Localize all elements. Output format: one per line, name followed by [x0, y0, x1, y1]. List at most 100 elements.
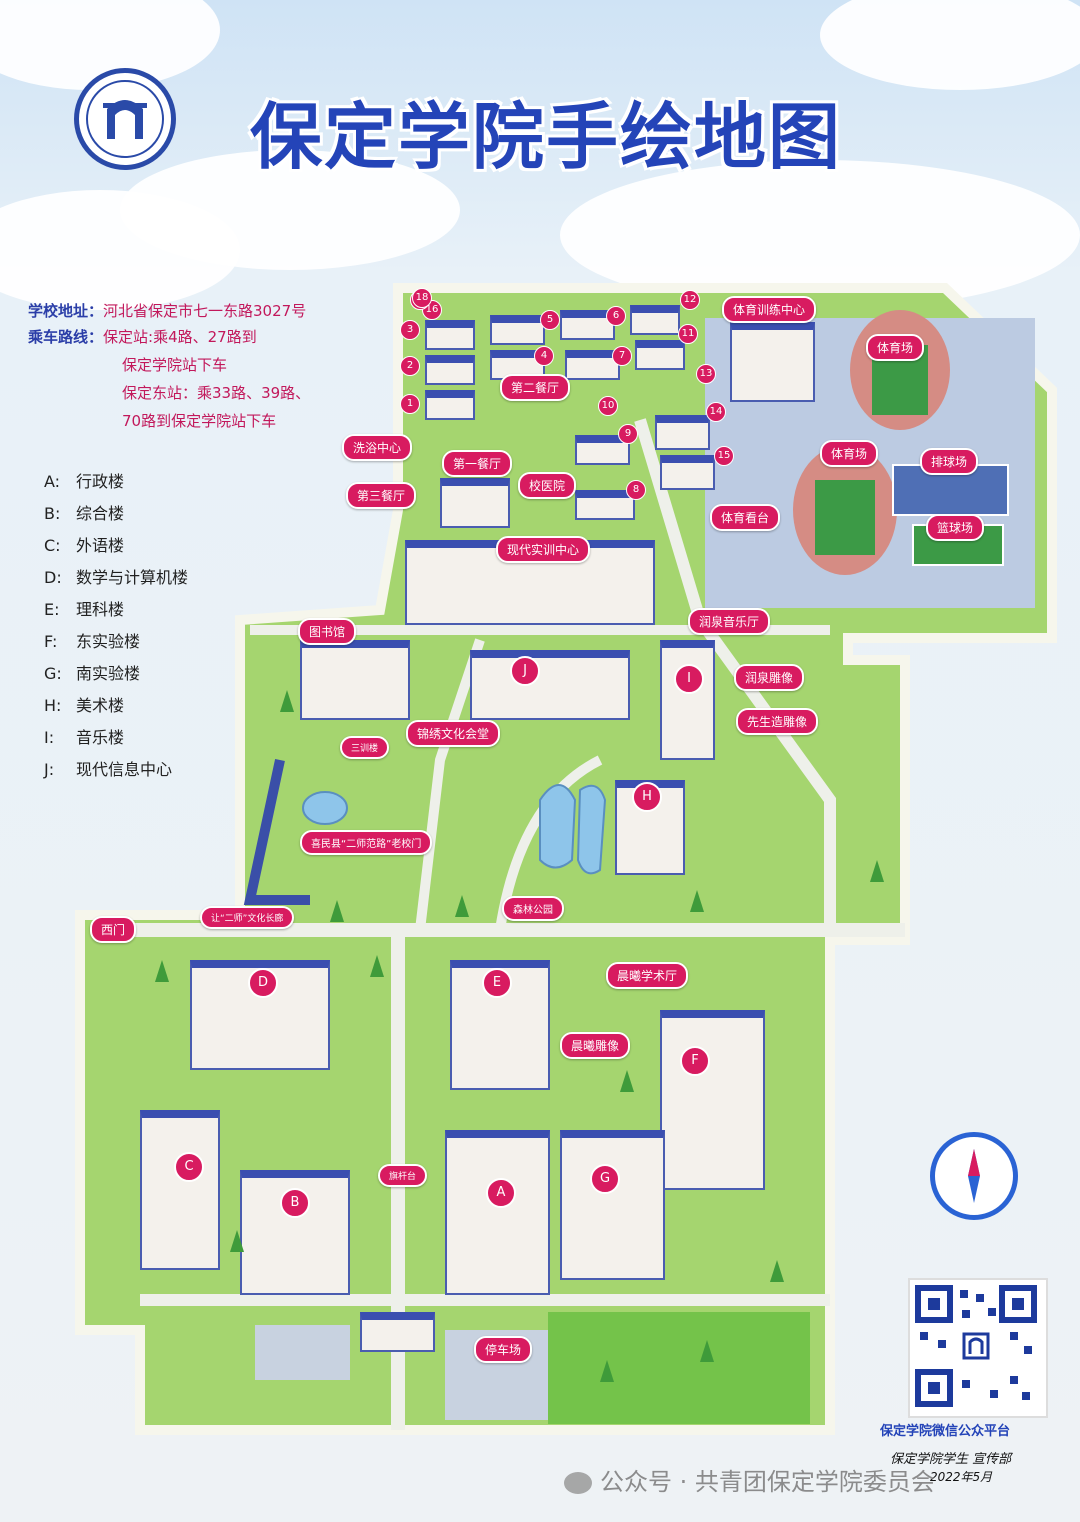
pin-training[interactable]: 现代实训中心: [496, 536, 591, 563]
dorm-number[interactable]: 14: [706, 402, 726, 422]
marker-foreign-lang-building[interactable]: C: [174, 1152, 204, 1182]
pond: [539, 784, 577, 869]
dorm-building: [635, 340, 685, 370]
dorm-number[interactable]: 5: [540, 310, 560, 330]
pin-canteen3[interactable]: 第三餐厅: [346, 482, 417, 509]
route-label: 乘车路线：: [28, 328, 104, 346]
pin-library[interactable]: 图书馆: [298, 618, 357, 645]
music-building: [660, 640, 715, 760]
pin-parking[interactable]: 停车场: [474, 1336, 533, 1363]
tree: [870, 860, 884, 882]
legend-item: D:数学与计算机楼: [44, 568, 189, 587]
dorm-number[interactable]: 4: [534, 346, 554, 366]
tree: [455, 895, 469, 917]
dorm-building: [425, 390, 475, 420]
pin-volleyball[interactable]: 排球场: [920, 448, 979, 475]
dorm-number[interactable]: 8: [626, 480, 646, 500]
route-2: 保定学院站下车: [122, 356, 228, 374]
marker-admin-building[interactable]: A: [486, 1178, 516, 1208]
tree: [700, 1340, 714, 1362]
dorm-number[interactable]: 7: [612, 346, 632, 366]
dorm-number[interactable]: 13: [696, 364, 716, 384]
cloud: [0, 190, 240, 310]
pin-training-building[interactable]: 三训楼: [340, 736, 390, 759]
pin-music-hall[interactable]: 润泉音乐厅: [688, 608, 771, 635]
legend-item: C:外语楼: [44, 536, 125, 555]
address-text: 河北省保定市七一东路3027号: [103, 302, 307, 320]
dorm-number[interactable]: 2: [400, 356, 420, 376]
wechat-icon: [564, 1472, 592, 1494]
dorm-number[interactable]: 15: [714, 446, 734, 466]
pin-old-gate[interactable]: 喜民县“二师范路”老校门: [300, 830, 433, 855]
pin-forest-park[interactable]: 森林公园: [502, 896, 564, 921]
pin-bath[interactable]: 洗浴中心: [342, 434, 413, 461]
cloud: [820, 0, 1080, 90]
tree: [370, 955, 384, 977]
marker-info-center[interactable]: J: [510, 656, 540, 686]
dorm-number[interactable]: 3: [400, 320, 420, 340]
dorm-number[interactable]: 18: [412, 288, 432, 308]
legend-item: F:东实验楼: [44, 632, 141, 651]
route-4: 70路到保定学院站下车: [122, 412, 277, 430]
pin-grandstand[interactable]: 体育看台: [710, 504, 781, 531]
library-building: [300, 640, 410, 720]
watermark-text: 公众号 · 共青团保定学院委员会: [600, 1468, 935, 1496]
legend-item: I:音乐楼: [44, 728, 125, 747]
pin-lecture-hall[interactable]: 晨曦学术厅: [606, 962, 689, 989]
pin-west-gate[interactable]: 西门: [90, 916, 137, 943]
address-label: 学校地址：: [28, 302, 104, 320]
tree: [330, 900, 344, 922]
dorm-building: [630, 305, 680, 335]
pin-gym-center[interactable]: 体育训练中心: [722, 296, 817, 323]
pin-culture-hall[interactable]: 锦绣文化会堂: [406, 720, 501, 747]
marker-east-lab-building[interactable]: F: [680, 1046, 710, 1076]
pin-runquan-statue[interactable]: 润泉雕像: [734, 664, 805, 691]
route-3: 保定东站：乘33路、39路、: [122, 384, 311, 402]
pin-hall-statue[interactable]: 先生造雕像: [736, 708, 819, 735]
marker-math-cs-building[interactable]: D: [248, 968, 278, 998]
tree: [230, 1230, 244, 1252]
dorm-number[interactable]: 9: [618, 424, 638, 444]
marker-south-lab-building[interactable]: G: [590, 1164, 620, 1194]
pin-stadium[interactable]: 体育场: [866, 334, 925, 361]
legend-item: A:行政楼: [44, 472, 125, 491]
dorm-number[interactable]: 12: [680, 290, 700, 310]
legend-item: B:综合楼: [44, 504, 125, 523]
signature-date: 2022年5月: [930, 1470, 993, 1484]
tree: [155, 960, 169, 982]
marker-science-building[interactable]: E: [482, 968, 512, 998]
dorm-number[interactable]: 11: [678, 324, 698, 344]
legend-item: E:理科楼: [44, 600, 125, 619]
dorm-building: [425, 355, 475, 385]
dorm-number[interactable]: 6: [606, 306, 626, 326]
pin-basketball[interactable]: 篮球场: [926, 514, 985, 541]
tree: [770, 1260, 784, 1282]
school-logo: [74, 68, 176, 170]
dorm-number[interactable]: 10: [598, 396, 618, 416]
canteen-building: [440, 478, 510, 528]
signature: 保定学院学生 宣传部: [890, 1452, 1012, 1467]
pin-canteen1[interactable]: 第一餐厅: [442, 450, 513, 477]
dorm-number[interactable]: 1: [400, 394, 420, 414]
marker-art-building[interactable]: H: [632, 782, 662, 812]
south-lab-building: [560, 1130, 665, 1280]
address-line: 学校地址：河北省保定市七一东路3027号: [28, 300, 306, 321]
pin-flag[interactable]: 旗杆台: [378, 1164, 428, 1187]
pin-culture-wall[interactable]: 让“二师”文化长廊: [200, 906, 295, 929]
info-center-building: [470, 650, 630, 720]
marker-music-building[interactable]: I: [674, 664, 704, 694]
pin-chenxi-statue[interactable]: 晨曦雕像: [560, 1032, 631, 1059]
legend-item: J:现代信息中心: [44, 760, 173, 779]
pin-canteen2[interactable]: 第二餐厅: [500, 374, 571, 401]
east-lab-building: [660, 1010, 765, 1190]
math-cs-building: [190, 960, 330, 1070]
pin-hospital[interactable]: 校医院: [518, 472, 577, 499]
dorm-building: [575, 490, 635, 520]
marker-complex-building[interactable]: B: [280, 1188, 310, 1218]
gym-building: [730, 322, 815, 402]
main-gate: [360, 1312, 435, 1352]
qr-code[interactable]: [908, 1278, 1048, 1418]
route-1: 保定站:乘4路、27路到: [103, 328, 257, 346]
pin-sports-field[interactable]: 体育场: [820, 440, 879, 467]
